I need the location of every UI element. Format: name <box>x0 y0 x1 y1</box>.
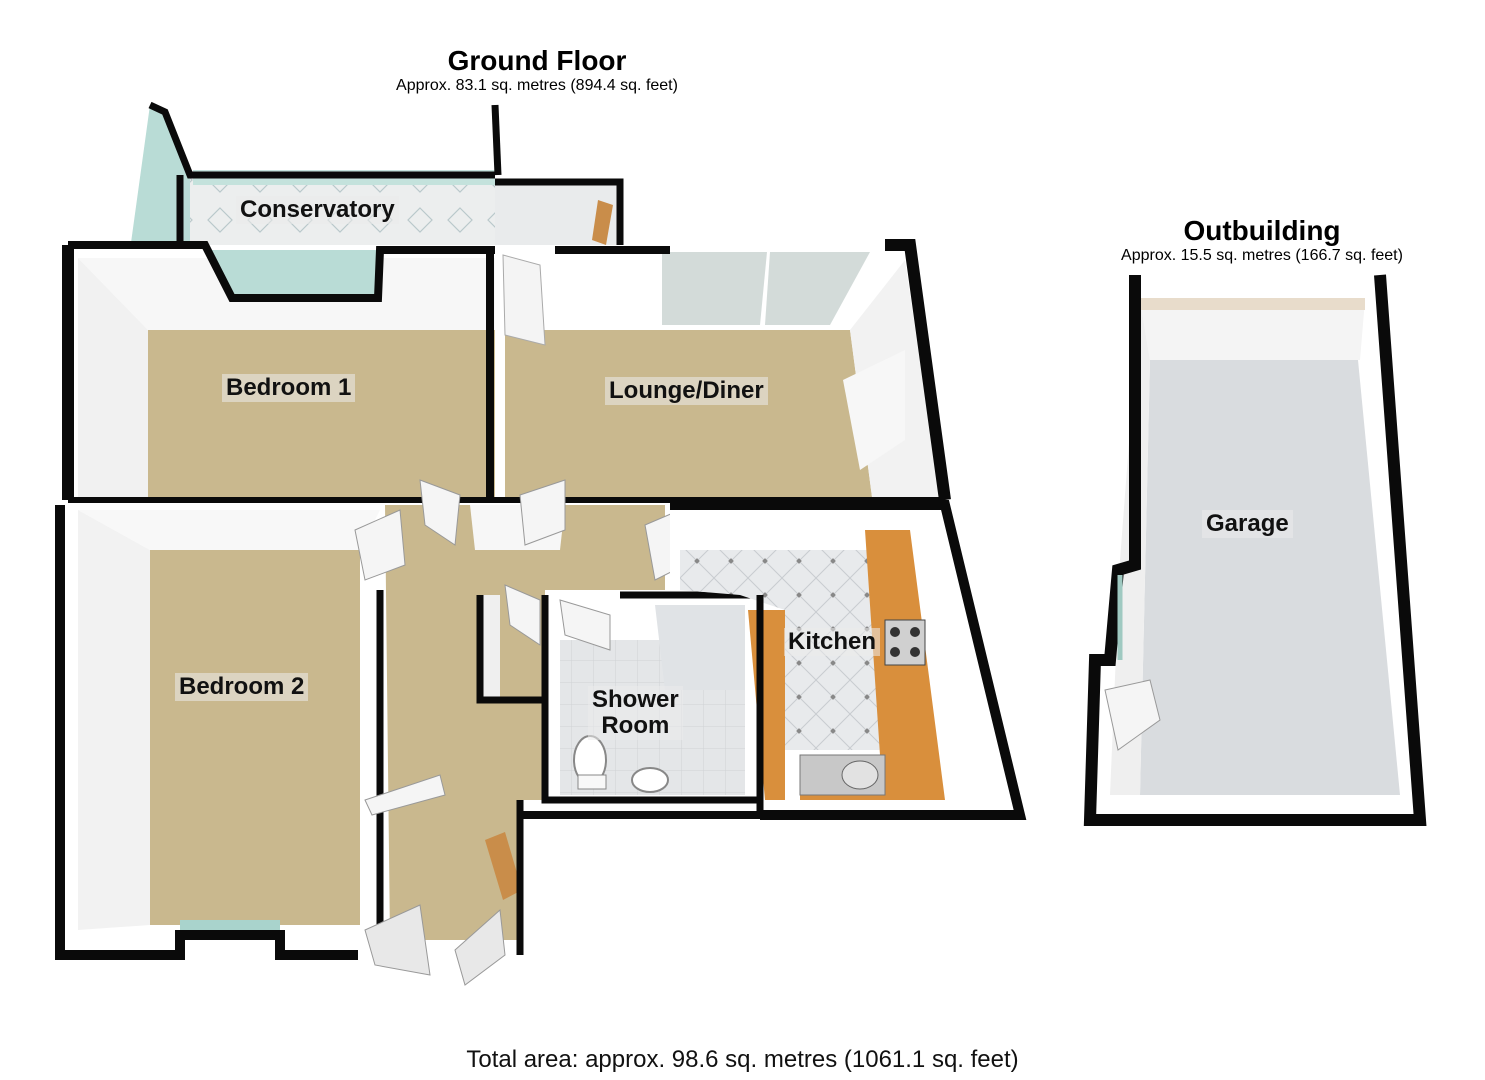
bedroom-1 <box>62 241 495 500</box>
total-area: Total area: approx. 98.6 sq. metres (106… <box>466 1046 1019 1073</box>
hob-icon <box>884 619 926 666</box>
lounge-patio-door-left <box>662 252 767 325</box>
lounge-hall-door <box>519 479 566 546</box>
room-label-garage: Garage <box>1202 510 1293 538</box>
garage <box>1083 274 1427 826</box>
outbuilding-title: Outbuilding <box>1183 215 1341 246</box>
kitchen-worktop <box>800 530 945 800</box>
room-label-shower-room: Shower Room <box>588 686 683 740</box>
porch-door <box>592 200 613 245</box>
entrance-door-left <box>364 904 431 976</box>
hallway-floor <box>385 505 665 940</box>
bedroom-1-door <box>419 479 461 546</box>
cupboard-door <box>504 584 541 646</box>
kitchen-floor <box>680 550 880 750</box>
garage-up-and-over-door <box>1140 298 1365 310</box>
room-label-lounge-diner: Lounge/Diner <box>605 377 768 405</box>
shower-room-label-line-1: Shower <box>592 686 679 713</box>
entrance-door-right <box>454 908 506 986</box>
room-label-conservatory: Conservatory <box>236 196 399 224</box>
ground-floor-heading: Ground Floor Approx. 83.1 sq. metres (89… <box>330 46 744 96</box>
shower-room-label-line-2: Room <box>601 712 670 739</box>
lounge-floor <box>505 330 872 497</box>
lounge-diner <box>486 239 951 501</box>
room-label-bedroom-2: Bedroom 2 <box>175 673 309 701</box>
ground-floor-title: Ground Floor <box>447 45 627 76</box>
garage-floor <box>1140 360 1400 795</box>
porch <box>495 178 624 250</box>
outbuilding-heading: Outbuilding Approx. 15.5 sq. metres (166… <box>1090 216 1434 266</box>
kitchen <box>670 500 1027 820</box>
hallway <box>354 479 686 986</box>
hall-door <box>364 774 446 816</box>
bedroom-1-floor <box>148 330 495 497</box>
bedroom-2 <box>55 505 384 960</box>
front-door <box>485 832 522 900</box>
basin-icon <box>631 767 669 793</box>
garage-side-door <box>1104 679 1161 751</box>
shower-room-door <box>559 599 611 651</box>
outbuilding-area: Approx. 15.5 sq. metres (166.7 sq. feet) <box>1121 247 1403 264</box>
room-label-bedroom-1: Bedroom 1 <box>222 374 356 402</box>
bedroom-2-floor <box>150 550 360 925</box>
ground-floor-area: Approx. 83.1 sq. metres (894.4 sq. feet) <box>396 77 678 94</box>
room-label-kitchen: Kitchen <box>784 628 881 656</box>
lounge-door <box>502 254 546 346</box>
lounge-patio-door-right <box>765 252 870 325</box>
bedroom-2-door <box>354 509 406 581</box>
